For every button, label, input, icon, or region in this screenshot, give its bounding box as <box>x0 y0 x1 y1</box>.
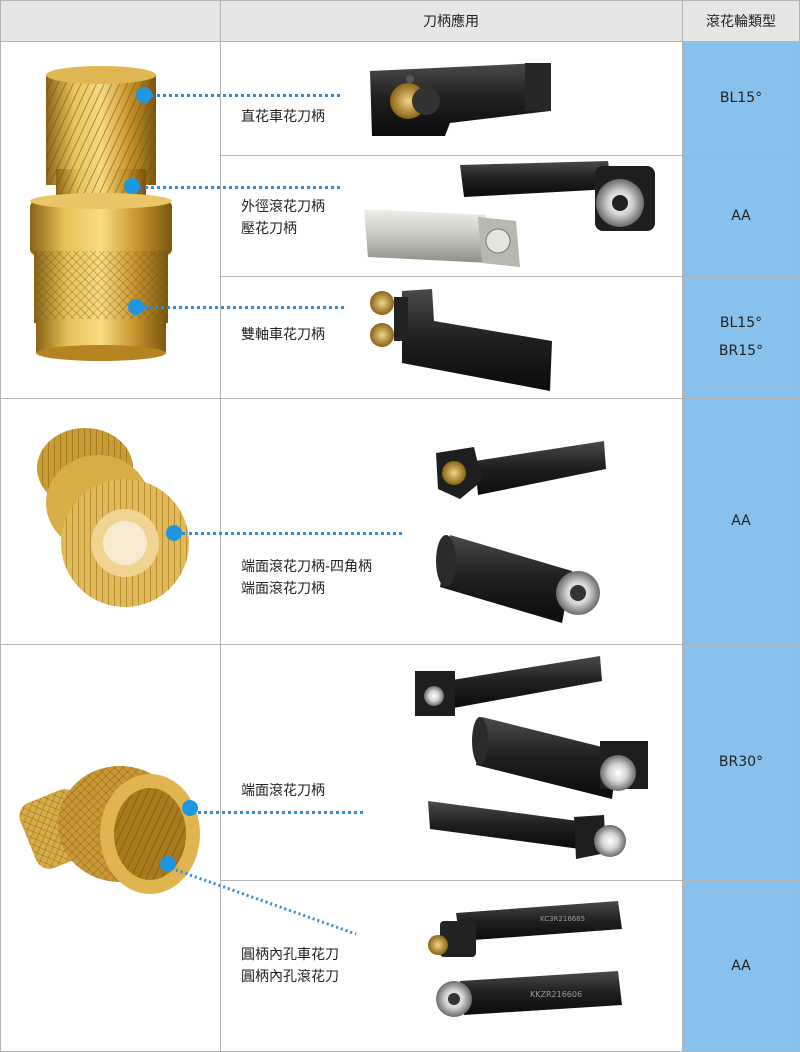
grid-line <box>0 0 1 1052</box>
header-blank-cell <box>0 0 220 41</box>
pointer-dot <box>160 856 176 872</box>
pointer-dot <box>182 800 198 816</box>
brass-part-knurled-image <box>30 66 172 361</box>
header-application: 刀柄應用 <box>220 0 682 41</box>
type-value: BR15° <box>718 343 764 359</box>
type-cell-row-3: BL15° BR15° <box>682 276 800 398</box>
brass-part-bore-knurl-image <box>19 766 200 894</box>
grid-line <box>220 155 800 156</box>
pointer-line <box>144 306 344 309</box>
type-value: AA <box>731 207 751 224</box>
type-cell-row-2: AA <box>682 155 800 276</box>
grid-line <box>0 644 800 645</box>
type-cell-row-4: AA <box>682 398 800 644</box>
application-label-row-3: 雙軸車花刀柄 <box>241 327 325 343</box>
type-value: AA <box>731 513 751 529</box>
tool-marking: KKZR216606 <box>530 990 582 999</box>
type-cell-row-1: BL15° <box>682 41 800 155</box>
pointer-dot <box>124 178 140 194</box>
application-label-row-1: 直花車花刀柄 <box>241 109 325 125</box>
type-value: BL15° <box>719 90 763 106</box>
header-wheel-type: 滾花輪類型 <box>682 0 800 41</box>
tool-straight-knurl-holder <box>370 63 551 136</box>
application-label-row-5: 端面滾花刀柄 <box>241 783 325 799</box>
application-label-row-4: 端面滾花刀柄-四角柄端面滾花刀柄 <box>241 559 373 597</box>
tool-face-knurl-holder-a <box>415 656 602 716</box>
grid-line <box>0 0 800 1</box>
type-cell-row-5: BR30° <box>682 644 800 880</box>
tool-face-knurl-holder-c <box>428 801 626 859</box>
type-value: AA <box>731 958 751 974</box>
type-value: BR30° <box>718 754 764 770</box>
pointer-line <box>150 94 340 97</box>
tool-face-knurl-round-holder <box>436 535 600 623</box>
pointer-dot <box>136 87 152 103</box>
tool-marking: KC3R216665 <box>540 915 585 923</box>
grid-line <box>0 398 800 399</box>
grid-line <box>220 880 800 881</box>
grid-line <box>220 0 221 1052</box>
type-cell-row-6: AA <box>682 880 800 1052</box>
grid-line <box>220 276 800 277</box>
type-value: BL15° <box>719 315 763 331</box>
tool-face-knurl-square-holder <box>436 441 606 499</box>
tool-od-knurl-holder <box>460 161 655 231</box>
pointer-line <box>182 532 402 535</box>
tool-dual-axis-knurl-holder <box>370 289 552 391</box>
application-label-row-2: 外徑滾花刀柄壓花刀柄 <box>241 199 325 237</box>
application-label-row-6: 圓柄內孔車花刀圓柄內孔滾花刀 <box>241 947 339 985</box>
tool-images: KC3R216665 KKZR216606 <box>364 63 655 1017</box>
tool-bore-knurl-roller: KKZR216606 <box>436 971 622 1017</box>
grid-line <box>0 41 800 42</box>
pointer-line <box>198 811 363 814</box>
pointer-dot <box>166 525 182 541</box>
brass-part-face-knurl-image <box>37 428 189 607</box>
grid-line <box>682 0 683 1052</box>
tool-press-knurl-holder <box>364 209 520 267</box>
tool-bore-knurl-cutter: KC3R216665 <box>428 901 622 957</box>
tool-face-knurl-holder-b <box>472 717 648 799</box>
pointer-line <box>138 186 340 189</box>
pointer-dot <box>128 299 144 315</box>
